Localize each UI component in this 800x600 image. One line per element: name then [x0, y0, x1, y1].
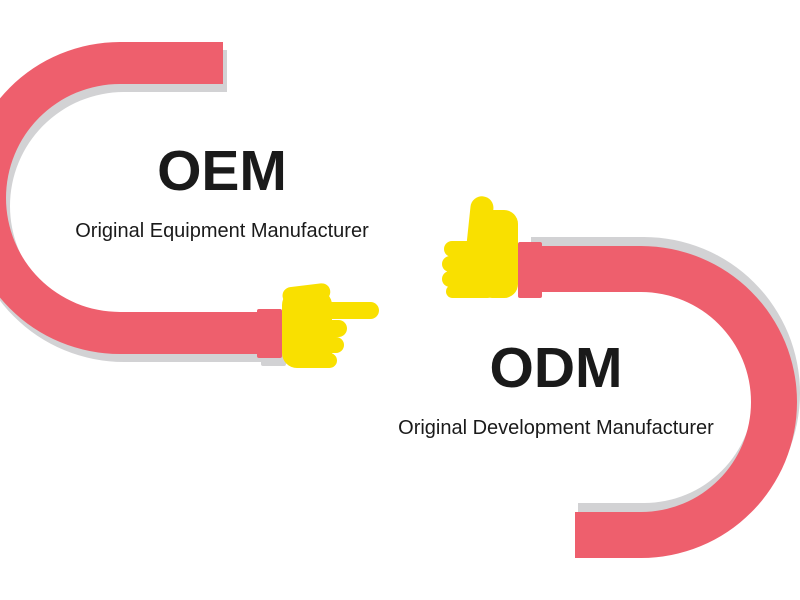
- odm-title: ODM: [489, 336, 623, 400]
- odm-cuff: [518, 242, 542, 298]
- oem-title: OEM: [157, 139, 287, 203]
- pointing-hand-icon: [282, 283, 379, 368]
- oem-label-block: OEM Original Equipment Manufacturer: [37, 143, 407, 243]
- oem-subtitle: Original Equipment Manufacturer: [75, 220, 369, 242]
- thumbs-up-icon: [442, 196, 518, 298]
- odm-subtitle: Original Development Manufacturer: [398, 417, 714, 439]
- odm-label-block: ODM Original Development Manufacturer: [371, 340, 741, 440]
